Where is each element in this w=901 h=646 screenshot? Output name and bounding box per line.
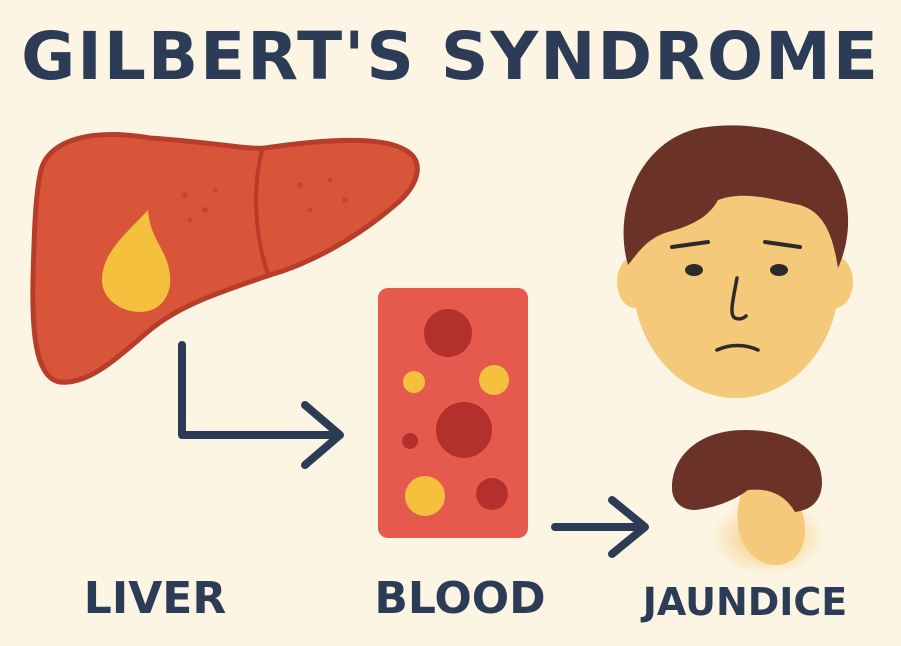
- blood-label: BLOOD: [360, 573, 560, 624]
- arrow-right-icon: [555, 500, 645, 554]
- liver-label: LIVER: [60, 573, 250, 624]
- arrow-right-icon: [182, 345, 340, 465]
- jaundiced-head-icon: [672, 430, 826, 576]
- jaundice-label: JAUNDICE: [625, 580, 865, 624]
- blood-vessel-icon: [378, 288, 528, 538]
- liver-icon: [33, 135, 418, 383]
- face-icon: [617, 125, 853, 398]
